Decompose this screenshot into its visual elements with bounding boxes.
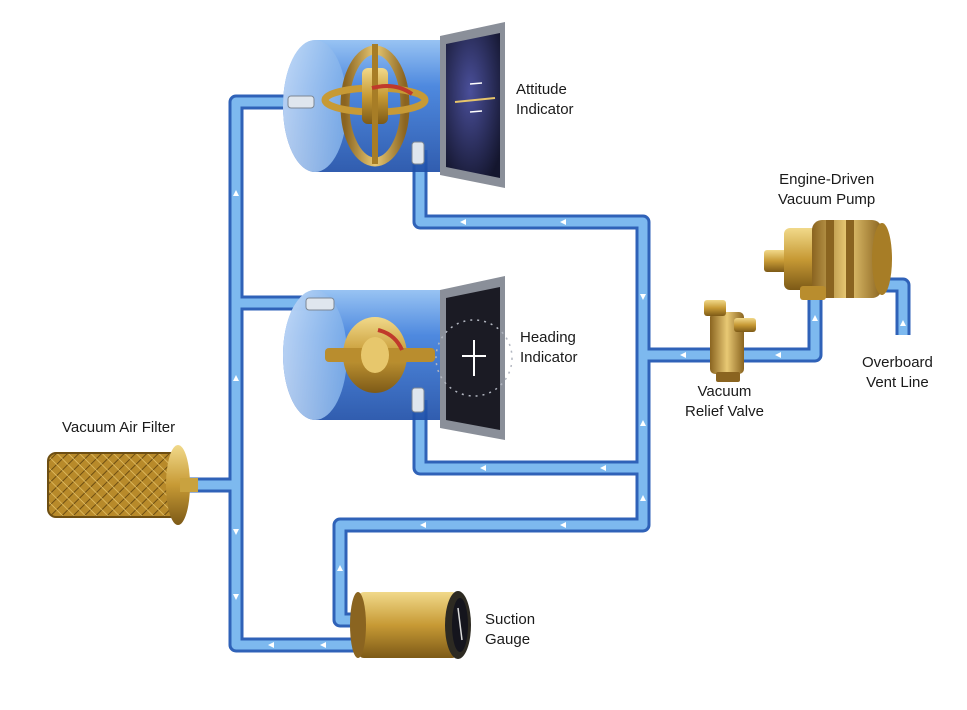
gimbal-gyro-icon [321,44,429,167]
heading-indicator [283,276,513,440]
suction-gauge [350,591,471,659]
suction-gauge-label-line1: Suction [485,611,536,628]
flow-arrow [640,294,646,300]
flow-arrow [460,219,466,225]
flow-arrow [600,465,606,471]
heading-indicator-label: Heading Indicator [520,328,578,368]
flow-arrow [233,594,239,600]
heading-indicator-label-line1: Heading [520,329,576,346]
relief-valve-label-line1: Vacuum [697,383,752,400]
vacuum-pump-label-line2: Vacuum Pump [778,191,876,208]
air-filter-label: Vacuum Air Filter [62,418,175,438]
flow-arrow [560,219,566,225]
flow-arrows [233,190,906,648]
vent-line-label-line1: Overboard [862,354,933,371]
flow-arrow [480,465,486,471]
flow-arrow [268,642,274,648]
vent-line-label: Overboard Vent Line [862,353,933,393]
relief-valve-label: Vacuum Relief Valve [685,382,764,422]
engine-driven-vacuum-pump [764,220,892,300]
flow-arrow [233,529,239,535]
vacuum-air-filter [47,445,198,525]
flow-arrow [337,565,343,571]
attitude-indicator-label-line2: Indicator [516,101,574,118]
vent-line-label-line2: Vent Line [866,374,929,391]
flow-arrow [640,495,646,501]
vacuum-relief-valve [704,300,756,382]
attitude-indicator-label: Attitude Indicator [516,80,574,120]
heading-indicator-label-line2: Indicator [520,349,578,366]
flow-arrow [233,190,239,196]
suction-gauge-label: Suction Gauge [485,610,535,650]
relief-valve-label-line2: Relief Valve [685,403,764,420]
flow-arrow [233,375,239,381]
flow-arrow [680,352,686,358]
directional-gyro-icon [325,317,435,393]
flow-arrow [775,352,781,358]
air-filter-label-line1: Vacuum Air Filter [62,419,176,436]
suction-gauge-label-line2: Gauge [485,631,531,648]
flow-arrow [640,420,646,426]
flow-arrow [812,315,818,321]
flow-arrow [560,522,566,528]
flow-arrow [420,522,426,528]
attitude-indicator [283,22,505,188]
flow-arrow [320,642,326,648]
flow-arrow [900,320,906,326]
attitude-indicator-label-line1: Attitude [516,81,567,98]
vacuum-pump-label: Engine-Driven Vacuum Pump [778,170,875,210]
vacuum-pump-label-line1: Engine-Driven [779,171,875,188]
